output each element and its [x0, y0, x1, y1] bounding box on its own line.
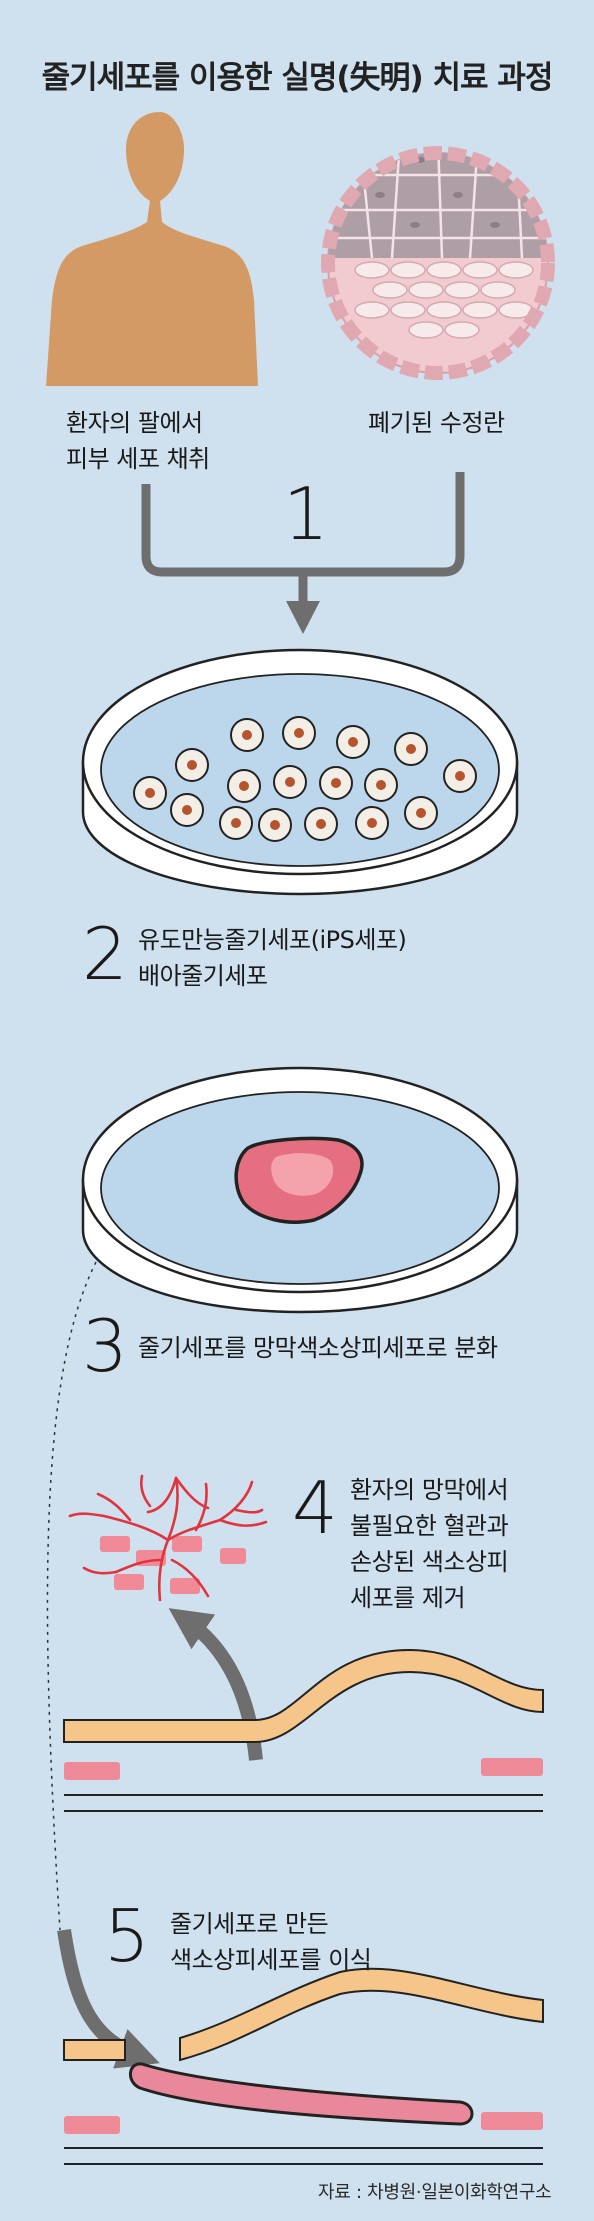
step-3-line1: 줄기세포를 망막색소상피세포로 분화 — [138, 1334, 498, 1362]
page-title: 줄기세포를 이용한 실명(失明) 치료 과정 — [41, 60, 554, 96]
step-5-number: 5 — [104, 1894, 150, 1978]
cell-nucleus — [239, 781, 249, 791]
patient-caption-line2: 피부 세포 채취 — [66, 445, 210, 473]
step-5-line1: 줄기세포로 만든 — [170, 1910, 329, 1938]
retina-layer-transplant — [63, 1967, 544, 2165]
step-4-number: 4 — [292, 1466, 338, 1550]
step-4-line4: 세포를 제거 — [350, 1584, 466, 1612]
dashed-transfer-line — [46, 1261, 97, 1931]
embryo-blastocyst — [321, 146, 555, 380]
source-credit: 자료 : 차병원·일본이화학연구소 — [318, 2182, 552, 2203]
cell-nucleus — [270, 820, 280, 830]
petri-dish-tissue — [81, 1066, 519, 1314]
merge-connector — [141, 472, 465, 634]
cell-nucleus — [367, 818, 377, 828]
step-4-line1: 환자의 망막에서 — [350, 1476, 509, 1504]
embryo-caption: 폐기된 수정란 — [368, 409, 505, 437]
step-2-line1: 유도만능줄기세포(iPS세포) — [138, 926, 407, 954]
cell-nucleus — [182, 805, 192, 815]
cell-nucleus — [285, 777, 295, 787]
cell-nucleus — [331, 778, 341, 788]
retina-layer-damaged — [63, 1648, 544, 1812]
patient-caption-line1: 환자의 팔에서 — [66, 409, 203, 437]
step-1-number: 1 — [283, 472, 329, 556]
step-4-line3: 손상된 색소상피 — [350, 1548, 509, 1576]
petri-dish-cells — [81, 648, 519, 896]
cell-nucleus — [455, 771, 465, 781]
patient-silhouette — [46, 112, 258, 386]
step-5-line2: 색소상피세포를 이식 — [170, 1946, 372, 1974]
cell-nucleus — [406, 744, 416, 754]
cell-nucleus — [376, 780, 386, 790]
step-3-number: 3 — [82, 1304, 128, 1388]
step-2-number: 2 — [82, 912, 128, 996]
cell-nucleus — [187, 760, 197, 770]
cell-nucleus — [316, 819, 326, 829]
cell-nucleus — [348, 737, 358, 747]
cell-nucleus — [242, 730, 252, 740]
step-4-line2: 불필요한 혈관과 — [350, 1512, 509, 1540]
cell-nucleus — [231, 818, 241, 828]
cell-nucleus — [294, 728, 304, 738]
step-2-line2: 배아줄기세포 — [138, 962, 268, 990]
cell-nucleus — [416, 808, 426, 818]
blood-vessels — [68, 1474, 268, 1602]
cell-nucleus — [145, 788, 155, 798]
